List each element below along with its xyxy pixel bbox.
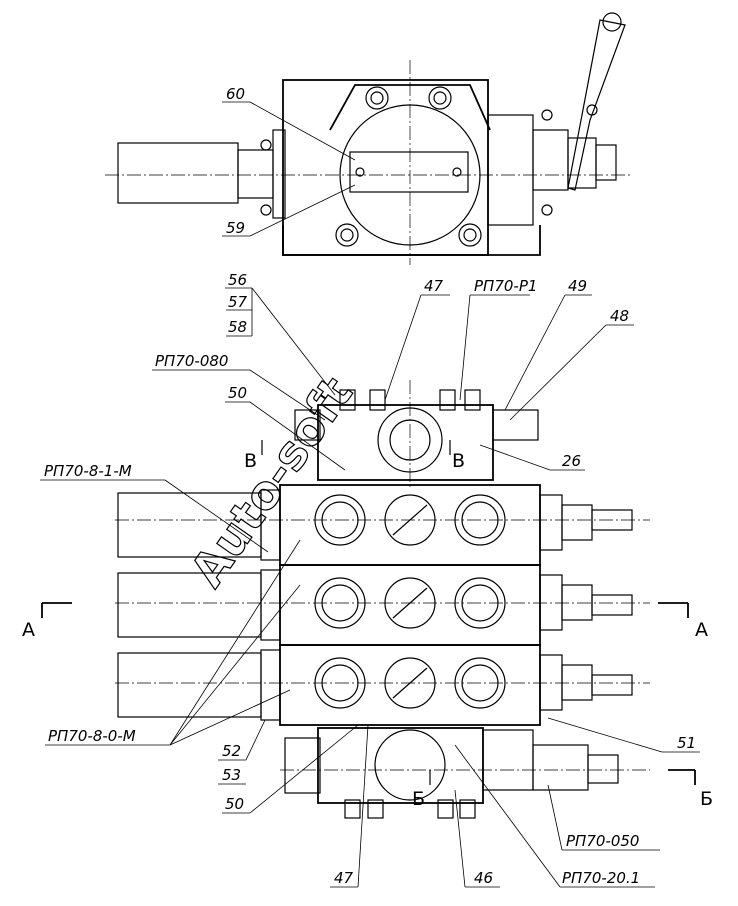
callout-rp70-080: РП70-080 [155, 352, 228, 370]
callout-57: 57 [228, 293, 248, 311]
callout-59: 59 [226, 219, 245, 237]
callout-53: 53 [222, 766, 241, 784]
section-mark-v-center: В [452, 450, 465, 472]
top-view [105, 12, 630, 265]
leader-lines [40, 101, 700, 888]
callout-56: 56 [228, 271, 247, 289]
callout-47-top: 47 [424, 277, 444, 295]
section-mark-b-center: Б [412, 788, 425, 810]
inlet-section [294, 380, 539, 490]
callout-49: 49 [568, 277, 587, 295]
callout-rp70-20-1: РП70-20.1 [562, 869, 640, 887]
callout-51: 51 [677, 734, 696, 752]
outlet-section [280, 727, 650, 819]
watermark: Auto-soft [179, 366, 363, 596]
callout-47-bottom: 47 [334, 869, 354, 887]
callout-rp70-8-1-m: РП70-8-1-М [44, 462, 132, 480]
callout-rp70-r1: РП70-Р1 [474, 277, 537, 295]
callout-50-top: 50 [228, 384, 247, 402]
section-mark-a-right: А [695, 619, 708, 641]
section-mark-v-left: В [244, 450, 257, 472]
callout-46: 46 [474, 869, 493, 887]
callout-50-bottom: 50 [225, 795, 244, 813]
section-mark-a-left: А [22, 619, 35, 641]
callout-26: 26 [562, 452, 581, 470]
callout-rp70-8-0-m: РП70-8-0-М [48, 727, 136, 745]
callout-48: 48 [610, 307, 629, 325]
spool-sections [115, 484, 650, 726]
callout-60: 60 [226, 85, 245, 103]
callout-rp70-050: РП70-050 [566, 832, 639, 850]
callout-52: 52 [222, 742, 241, 760]
callout-58: 58 [228, 318, 247, 336]
watermark-text: Auto-soft [180, 367, 363, 596]
section-marks [41, 440, 696, 785]
section-mark-b-right: Б [700, 788, 713, 810]
